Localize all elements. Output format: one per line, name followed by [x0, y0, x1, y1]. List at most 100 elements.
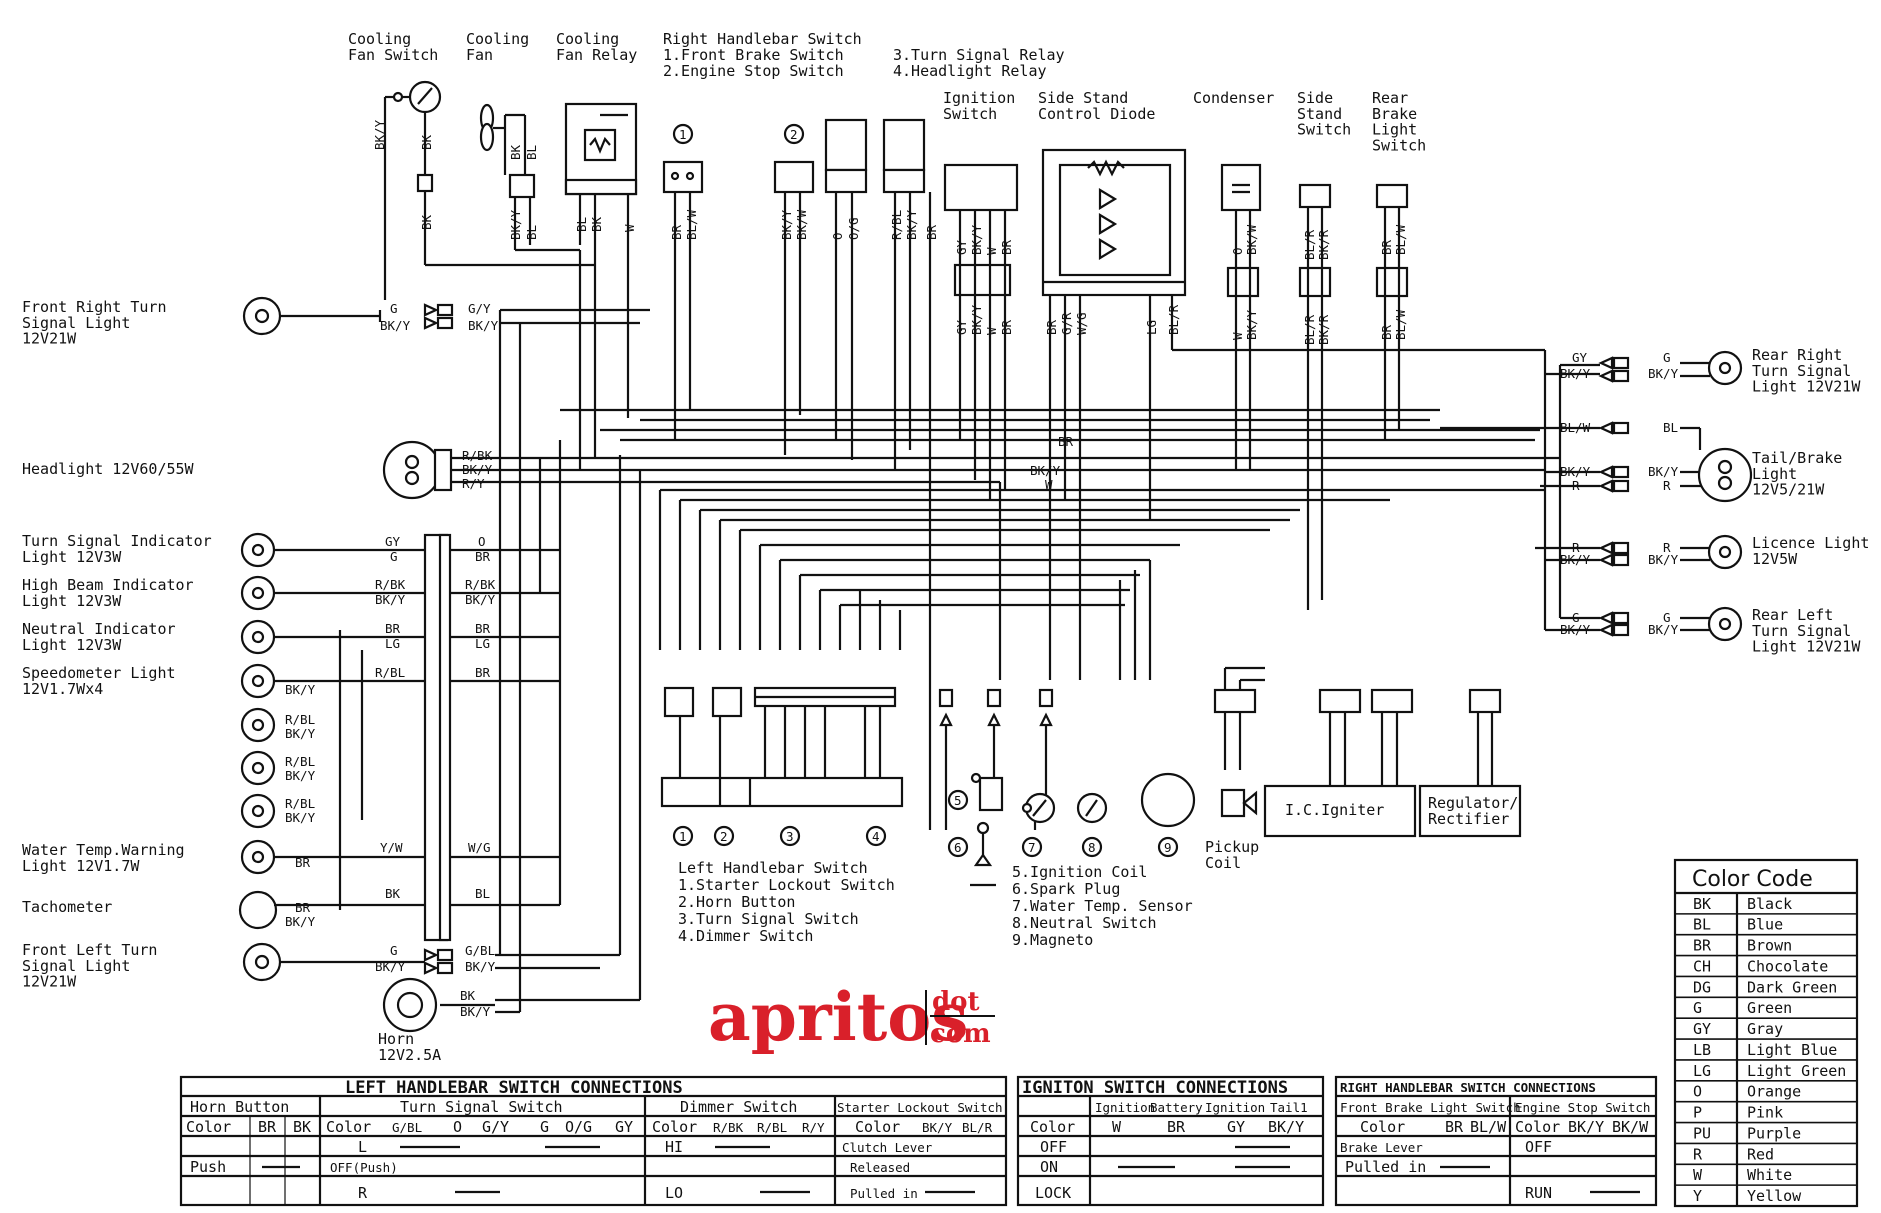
- condenser: O BK/W W BK/Y: [1220, 163, 1262, 470]
- color-code-abbrev: PU: [1693, 1124, 1711, 1142]
- label-rh-item3: 3.Turn Signal Relay: [893, 46, 1065, 64]
- svg-text:2: 2: [720, 829, 728, 844]
- svg-text:1: 1: [679, 127, 687, 142]
- svg-text:O: O: [830, 232, 845, 240]
- svg-text:R: R: [1572, 478, 1580, 493]
- ignition-table: IGNITON SWITCH CONNECTIONS Ignition Batt…: [1016, 1075, 1325, 1207]
- svg-text:R/Y: R/Y: [802, 1120, 825, 1135]
- color-code-abbrev: O: [1693, 1083, 1702, 1101]
- svg-text:Color: Color: [1360, 1118, 1405, 1136]
- svg-text:BK/Y: BK/Y: [468, 318, 499, 333]
- svg-text:LG: LG: [385, 636, 400, 651]
- svg-text:GY: GY: [1572, 350, 1588, 365]
- callout-1-top: 1 BR BL/W: [662, 123, 704, 440]
- svg-text:Engine Stop Switch: Engine Stop Switch: [1515, 1100, 1650, 1115]
- svg-text:BK/Y: BK/Y: [465, 959, 496, 974]
- svg-text:Pulled in: Pulled in: [850, 1186, 918, 1201]
- label-regulator: Regulator/Rectifier: [1428, 794, 1518, 828]
- ignition-coil-area: 5 6 7 8 9 5.Ignition Coil 6.Spark Plug 7…: [938, 688, 1196, 949]
- svg-text:BK/Y: BK/Y: [779, 209, 794, 240]
- svg-text:R/BL: R/BL: [375, 665, 405, 680]
- svg-text:G/R: G/R: [1059, 312, 1074, 335]
- svg-text:LO: LO: [665, 1184, 683, 1202]
- svg-text:2: 2: [790, 127, 798, 142]
- svg-text:BK/Y: BK/Y: [904, 209, 919, 240]
- svg-text:BR: BR: [475, 621, 491, 636]
- svg-text:BR: BR: [1379, 239, 1394, 255]
- svg-text:R/BK: R/BK: [462, 448, 493, 463]
- svg-text:R/BL: R/BL: [285, 796, 315, 811]
- left-lamps: G BK/Y G/Y BK/Y R/BK BK/Y R/Y GY G R/BK …: [238, 296, 650, 1033]
- wire-label: BK: [508, 144, 523, 160]
- right-table-title: RIGHT HANDLEBAR SWITCH CONNECTIONS: [1340, 1080, 1596, 1095]
- svg-text:GY: GY: [1227, 1118, 1245, 1136]
- svg-text:BR: BR: [1379, 324, 1394, 340]
- svg-text:BR: BR: [1167, 1118, 1186, 1136]
- svg-text:BL/W: BL/W: [684, 209, 699, 240]
- color-code-abbrev: CH: [1693, 957, 1711, 975]
- logo-top: dot: [932, 987, 980, 1017]
- svg-text:BK/R: BK/R: [1316, 229, 1331, 260]
- label-rh-item1: 1.Front Brake Switch: [663, 46, 844, 64]
- svg-text:BK/W: BK/W: [1244, 224, 1259, 255]
- svg-text:BL/W: BL/W: [1560, 420, 1591, 435]
- svg-text:5: 5: [954, 793, 962, 808]
- label-lh-item2: 2.Horn Button: [678, 893, 795, 911]
- svg-text:BK/Y: BK/Y: [1030, 463, 1061, 478]
- svg-text:G: G: [390, 301, 398, 316]
- svg-text:BK/Y: BK/Y: [1560, 366, 1591, 381]
- wire-label: W: [622, 224, 637, 232]
- svg-text:BR: BR: [475, 665, 491, 680]
- label-headlight: Headlight 12V60/55W: [22, 460, 195, 478]
- svg-text:BK/W: BK/W: [1612, 1118, 1649, 1136]
- svg-text:Color: Color: [1030, 1118, 1075, 1136]
- svg-text:BK/Y: BK/Y: [969, 304, 984, 335]
- svg-text:Turn Signal Switch: Turn Signal Switch: [400, 1098, 563, 1116]
- svg-text:R/BL: R/BL: [889, 210, 904, 240]
- svg-text:BK: BK: [293, 1118, 311, 1136]
- svg-text:R: R: [1572, 540, 1580, 555]
- svg-text:BK/Y: BK/Y: [380, 318, 411, 333]
- color-code-name: Black: [1747, 895, 1792, 913]
- svg-text:BR: BR: [1445, 1118, 1464, 1136]
- wire-label: BK/Y: [508, 209, 523, 240]
- svg-text:BR: BR: [385, 621, 401, 636]
- svg-text:GY: GY: [954, 239, 969, 255]
- svg-text:G/Y: G/Y: [468, 301, 491, 316]
- left-handlebar-switch: 1 2 3 4 Left Handlebar Switch 1.Starter …: [660, 686, 904, 945]
- color-code-table: Color Code: [1673, 858, 1859, 1208]
- svg-text:BK/Y: BK/Y: [285, 726, 316, 741]
- color-code-name: Blue: [1747, 916, 1783, 934]
- svg-text:R/BL: R/BL: [285, 754, 315, 769]
- svg-text:Brake Lever: Brake Lever: [1340, 1140, 1423, 1155]
- svg-text:R/BK: R/BK: [713, 1120, 744, 1135]
- svg-text:LG: LG: [475, 636, 490, 651]
- color-code-name: Green: [1747, 999, 1792, 1017]
- label-item8: 8.Neutral Switch: [1012, 914, 1157, 932]
- svg-text:BL/W: BL/W: [1393, 309, 1408, 340]
- label-rh-item4: 4.Headlight Relay: [893, 62, 1047, 80]
- svg-text:Color: Color: [855, 1118, 900, 1136]
- svg-text:L: L: [358, 1138, 367, 1156]
- svg-text:G/BL: G/BL: [392, 1120, 422, 1135]
- color-code-abbrev: GY: [1693, 1020, 1711, 1038]
- callout-4-top: 4 R/BL BK/Y BR: [882, 118, 939, 470]
- svg-text:3: 3: [786, 829, 794, 844]
- svg-text:BL/R: BL/R: [962, 1120, 993, 1135]
- color-code-name: White: [1747, 1166, 1792, 1184]
- svg-text:BK/Y: BK/Y: [285, 682, 316, 697]
- label-lh-item4: 4.Dimmer Switch: [678, 927, 813, 945]
- svg-text:OFF(Push): OFF(Push): [330, 1160, 398, 1175]
- wire-label: BK/Y: [372, 119, 387, 150]
